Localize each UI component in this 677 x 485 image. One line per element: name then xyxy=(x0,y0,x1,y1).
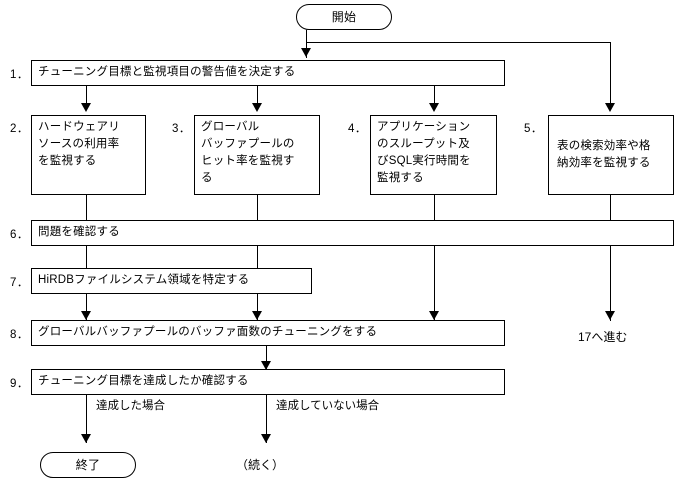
connector-box8-to-box9 xyxy=(266,346,267,371)
arrowhead-into-end xyxy=(81,434,91,443)
step-box-8: グローバルバッファプールのバッファ面数のチューニングをする xyxy=(31,320,505,346)
connector-box1-to-box4 xyxy=(434,86,435,108)
step-box-4: アプリケーション のスループット及 びSQL実行時間を 監視する xyxy=(370,115,497,195)
arrowhead-into-box1 xyxy=(301,48,311,57)
arrowhead-col4-into-box8 xyxy=(429,311,439,320)
step-number-2: 2． xyxy=(10,123,29,135)
step-box-4-label: アプリケーション のスループット及 びSQL実行時間を 監視する xyxy=(377,121,471,184)
step-number-6: 6． xyxy=(10,229,29,241)
arrowhead-col3-into-box8 xyxy=(252,311,262,320)
step-box-3-label: グローバル バッファプールの ヒット率を監視す る xyxy=(201,121,295,184)
step-box-2-label: ハードウェアリ ソースの利用率 を監視する xyxy=(38,121,120,167)
arrowhead-into-continue xyxy=(261,434,271,443)
connector-box5-to-box6 xyxy=(610,195,611,220)
connector-box6-col5-down xyxy=(610,246,611,321)
connector-box6-to-box7 xyxy=(86,246,87,268)
step-number-9: 9． xyxy=(10,378,29,390)
connector-box9-not-achieved xyxy=(266,395,267,443)
step-number-4: 4． xyxy=(348,123,367,135)
connector-start-to-box5-horizontal xyxy=(306,42,611,43)
step-number-7: 7． xyxy=(10,277,29,289)
branch-label-achieved: 達成した場合 xyxy=(96,400,165,412)
connector-box9-achieved xyxy=(86,395,87,443)
connector-box1-to-box3 xyxy=(257,86,258,108)
step-box-2: ハードウェアリ ソースの利用率 を監視する xyxy=(31,115,146,195)
arrowhead-into-box5 xyxy=(605,103,615,112)
branch-label-not-achieved: 達成していない場合 xyxy=(276,400,380,412)
step-box-9: チューニング目標を達成したか確認する xyxy=(31,369,505,395)
step-box-1-label: チューニング目標と監視項目の警告値を決定する xyxy=(38,66,296,78)
connector-start-down xyxy=(306,30,307,42)
end-terminator-label: 終了 xyxy=(75,458,101,472)
step-box-9-label: チューニング目標を達成したか確認する xyxy=(38,375,249,387)
step-box-3: グローバル バッファプールの ヒット率を監視す る xyxy=(194,115,320,195)
connector-box6-col4-down xyxy=(434,246,435,321)
connector-box4-to-box6 xyxy=(434,195,435,220)
arrowhead-into-box3 xyxy=(252,103,262,112)
step-box-5: 表の検索効率や格 納効率を監視する xyxy=(548,115,674,195)
arrowhead-into-box2 xyxy=(81,103,91,112)
step-box-7-label: HiRDBファイルシステム領域を特定する xyxy=(38,274,250,286)
connector-box3-to-box6 xyxy=(257,195,258,220)
step-number-3: 3． xyxy=(172,123,191,135)
step-number-1: 1． xyxy=(10,69,29,81)
connector-col3-to-box8 xyxy=(257,294,258,321)
start-terminator: 開始 xyxy=(296,4,392,30)
step-box-5-label: 表の検索効率や格 納効率を監視する xyxy=(557,140,651,169)
connector-box7-to-box8 xyxy=(86,294,87,321)
arrowhead-col2-into-box8 xyxy=(81,311,91,320)
step-box-6: 問題を確認する xyxy=(31,220,674,246)
step-box-7: HiRDBファイルシステム領域を特定する xyxy=(31,268,312,294)
connector-box6-col3-down xyxy=(257,246,258,268)
step-number-8: 8． xyxy=(10,329,29,341)
start-terminator-label: 開始 xyxy=(331,10,357,24)
arrowhead-into-box4 xyxy=(429,103,439,112)
connector-box1-to-box2 xyxy=(86,86,87,108)
goto-note-label: 17へ進む xyxy=(578,330,628,344)
continue-node-label: （続く） xyxy=(236,458,285,472)
step-box-1: チューニング目標と監視項目の警告値を決定する xyxy=(31,60,505,86)
step-number-5: 5． xyxy=(524,123,543,135)
connector-start-to-box5-vertical xyxy=(610,42,611,104)
end-terminator: 終了 xyxy=(40,452,136,478)
connector-box2-to-box6 xyxy=(86,195,87,220)
arrowhead-into-box9 xyxy=(261,361,271,370)
arrowhead-col5-to-goto xyxy=(605,311,615,320)
step-box-6-label: 問題を確認する xyxy=(38,226,120,238)
step-box-8-label: グローバルバッファプールのバッファ面数のチューニングをする xyxy=(38,326,378,338)
